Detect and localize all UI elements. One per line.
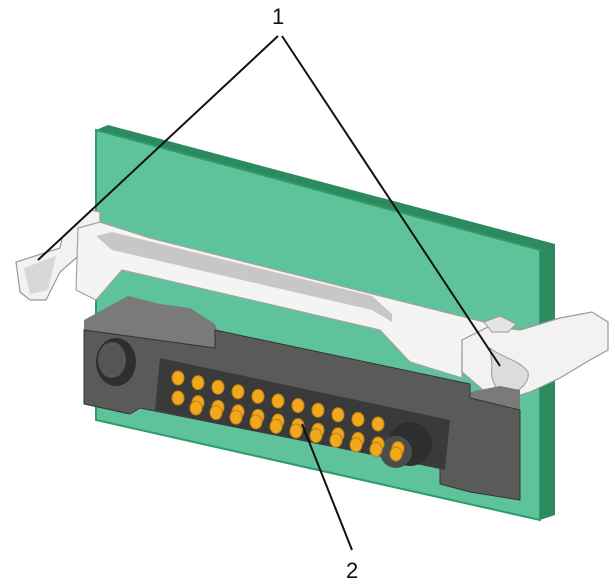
connector-pin — [271, 393, 285, 409]
connector-pin — [191, 375, 205, 391]
connector-pin — [351, 411, 365, 427]
connector-pin — [171, 390, 185, 406]
leader-line-1-left — [37, 35, 279, 261]
connector-pin — [349, 437, 363, 453]
left-latch-shade — [24, 256, 56, 294]
left-post-cap — [98, 342, 126, 378]
connector-pin — [369, 441, 383, 457]
card-slot — [15, 209, 609, 401]
connector-pin — [289, 423, 303, 439]
callout-2: 2 — [346, 558, 358, 583]
connector-pin — [171, 370, 185, 386]
leader-lines — [37, 35, 501, 551]
connector-pin — [229, 409, 243, 425]
connector-pin — [331, 407, 345, 423]
connector-pin — [209, 405, 223, 421]
connector-pins — [171, 370, 405, 462]
connector-pin — [231, 384, 245, 400]
connector-pin — [309, 428, 323, 444]
connector-pin — [329, 432, 343, 448]
callout-1: 1 — [272, 4, 284, 29]
connector-pin — [211, 379, 225, 395]
leader-line-1-right — [281, 35, 501, 367]
connector-pin — [249, 414, 263, 430]
connector-pin — [291, 398, 305, 414]
connector-pin — [251, 388, 265, 404]
connector-pin — [311, 402, 325, 418]
connector-pin — [189, 400, 203, 416]
connector-pin — [389, 446, 403, 462]
right-latch-tab — [483, 315, 517, 333]
right-latch-hook — [489, 346, 529, 397]
connector-pin — [371, 416, 385, 432]
slot-channel — [96, 232, 392, 322]
connector-pin — [269, 418, 283, 434]
leader-line-2 — [301, 423, 353, 551]
